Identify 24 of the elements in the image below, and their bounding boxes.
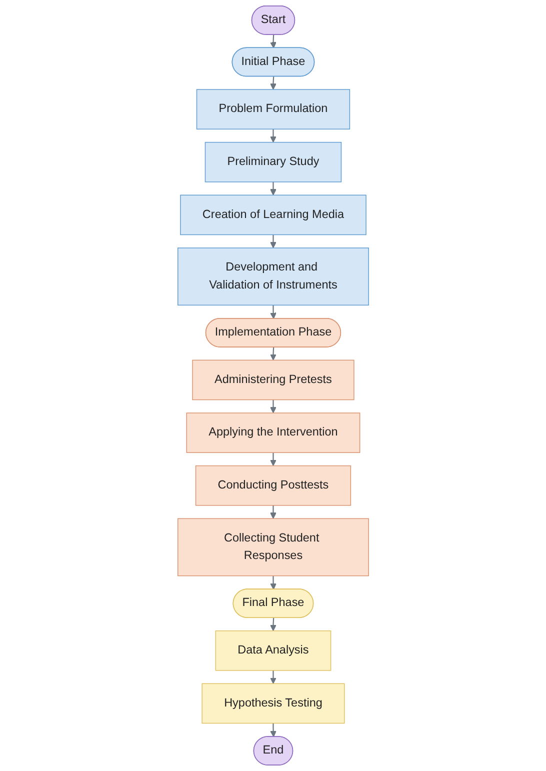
node-box: Collecting Student Responses — [177, 518, 369, 576]
node-box: Administering Pretests — [192, 360, 354, 400]
node-box: Conducting Posttests — [195, 465, 351, 506]
arrow — [270, 129, 276, 143]
node-box: Development and Validation of Instruments — [177, 248, 369, 306]
node-box: Creation of Learning Media — [180, 194, 366, 236]
arrow — [270, 347, 276, 360]
arrow — [270, 182, 276, 196]
arrow — [270, 34, 276, 48]
arrow — [270, 505, 276, 519]
arrow — [270, 723, 276, 738]
arrow — [270, 400, 276, 414]
arrow — [270, 452, 276, 466]
node-box: Data Analysis — [215, 630, 331, 671]
arrow — [270, 234, 276, 248]
node-box: Hypothesis Testing — [201, 683, 345, 724]
arrow — [270, 76, 276, 90]
node-box: Applying the Intervention — [186, 412, 360, 453]
node-box: Preliminary Study — [204, 142, 342, 182]
arrow — [270, 618, 276, 632]
arrow — [270, 670, 276, 684]
arrow — [270, 305, 276, 320]
arrow — [270, 576, 276, 590]
node-box: Problem Formulation — [196, 89, 350, 130]
